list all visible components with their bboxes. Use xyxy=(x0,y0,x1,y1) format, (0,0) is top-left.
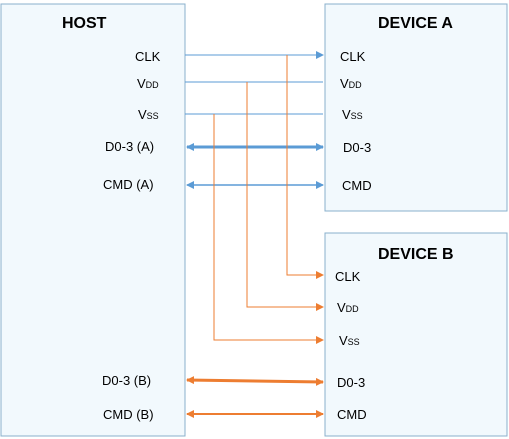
device-a-label-cmd: CMD xyxy=(342,178,372,193)
clk-branch-to-device-b xyxy=(286,55,324,279)
host-label-d03-a: D0-3 (A) xyxy=(105,139,154,154)
device-b-label-d03: D0-3 xyxy=(337,375,365,390)
device-b-label-clk: CLK xyxy=(335,269,361,284)
device-a-label-vss: VSS xyxy=(342,107,363,122)
device-b-title: DEVICE B xyxy=(378,246,454,263)
d03-b-bidirectional-arrow xyxy=(186,376,324,386)
host-label-vdd: VDD xyxy=(137,76,159,91)
host-title: HOST xyxy=(62,15,107,32)
host-label-vss: VSS xyxy=(138,107,159,122)
host-label-cmd-b: CMD (B) xyxy=(103,407,154,422)
device-b-box xyxy=(324,232,508,437)
device-b-label-cmd: CMD xyxy=(337,407,367,422)
host-label-d03-b: D0-3 (B) xyxy=(102,373,151,388)
host-label-clk: CLK xyxy=(135,49,161,64)
device-b-label-vss: VSS xyxy=(339,333,360,348)
host-label-cmd-a: CMD (A) xyxy=(103,177,154,192)
device-b-label-vdd: VDD xyxy=(337,300,359,315)
device-a-label-vdd: VDD xyxy=(340,76,362,91)
vss-branch-to-device-b xyxy=(213,114,324,344)
vdd-branch-to-device-b xyxy=(246,82,324,311)
device-a-box xyxy=(324,3,508,212)
device-a-label-d03: D0-3 xyxy=(343,140,371,155)
device-a-label-clk: CLK xyxy=(340,49,366,64)
host-box xyxy=(0,3,186,437)
device-a-title: DEVICE A xyxy=(378,15,453,32)
